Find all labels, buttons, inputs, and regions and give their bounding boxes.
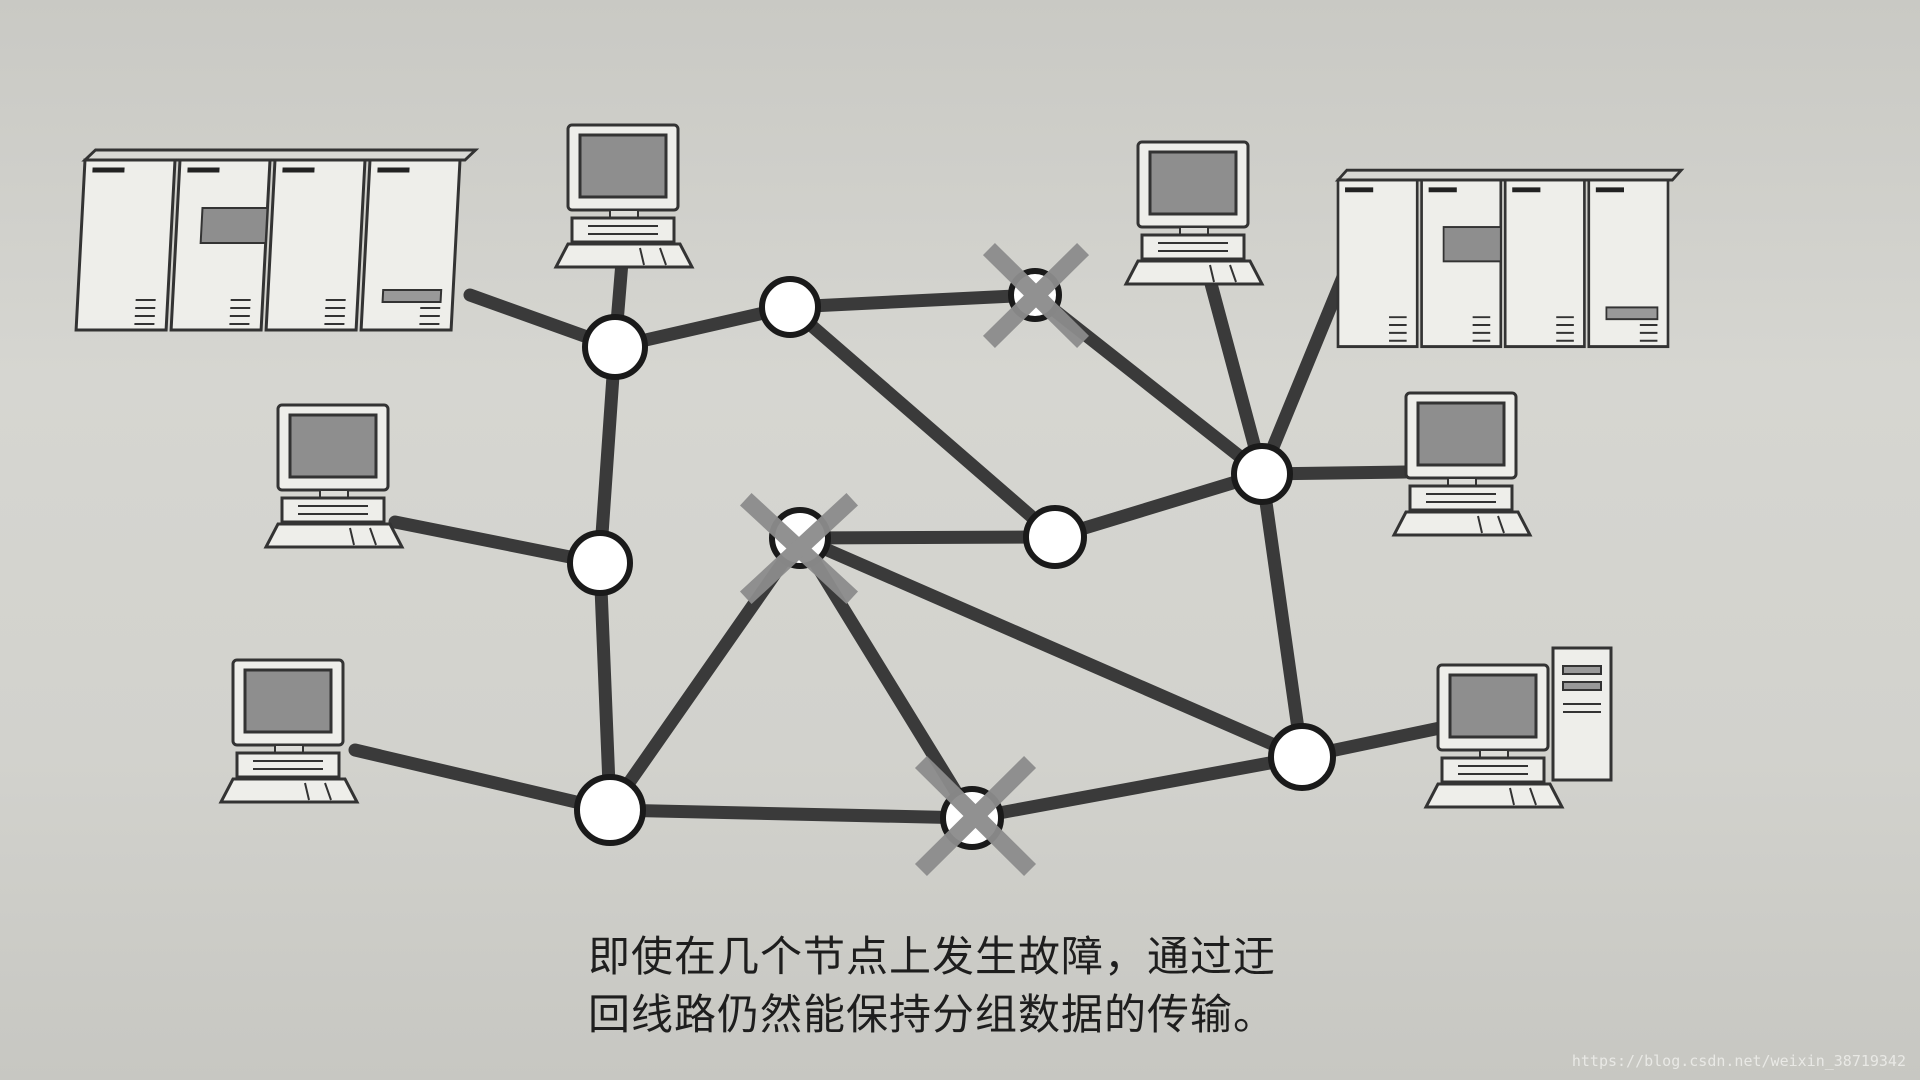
node-n9 [1231,443,1293,505]
link-computer-mid-left [388,515,607,570]
node-n2 [759,276,821,338]
failure-x-icon [914,755,1037,877]
watermark: https://blog.csdn.net/weixin_38719342 [1571,1052,1906,1070]
node-n10 [1268,723,1336,791]
link-computer-bottom-left [348,743,617,817]
computer-top-left-icon [554,123,694,269]
computer-mid-right-icon [1392,391,1532,537]
computer-bottom-left-icon [219,658,359,804]
link-n5-n6 [793,530,1062,545]
nodes [567,268,1336,850]
node-n1 [582,314,648,380]
link-n1-n4 [593,340,622,570]
node-n7 [574,774,646,846]
caption-line-1: 即使在几个节点上发生故障，通过迂 [588,932,1277,981]
link-n6-n9 [1048,467,1269,544]
link-n4-n7 [593,556,617,817]
link-n7-n8 [603,803,979,825]
failure-x-icon [982,242,1090,349]
computer-bottom-right-icon [1424,663,1564,809]
computer-mid-left-icon [264,403,404,549]
link-n9-n10 [1255,467,1309,764]
failure-marks [739,242,1090,877]
failure-x-icon [739,492,859,605]
link-n8-n10 [965,750,1309,825]
node-n6 [1023,505,1087,569]
link-n5-n10 [793,531,1309,764]
node-n4 [567,530,633,596]
link-n2-n6 [783,300,1062,544]
tower-bottom-right-icon [1551,646,1613,782]
link-computer-top-right [1203,273,1269,481]
mainframe-left-icon [76,150,475,330]
link-n2-n3 [783,288,1042,314]
caption: 即使在几个节点上发生故障，通过迂 回线路仍然能保持分组数据的传输。 [588,928,1368,1044]
mainframe-right-icon [1338,170,1681,346]
caption-line-2: 回线路仍然能保持分组数据的传输。 [588,990,1277,1039]
link-mainframe-right [1255,253,1357,481]
computer-top-right-icon [1124,140,1264,286]
